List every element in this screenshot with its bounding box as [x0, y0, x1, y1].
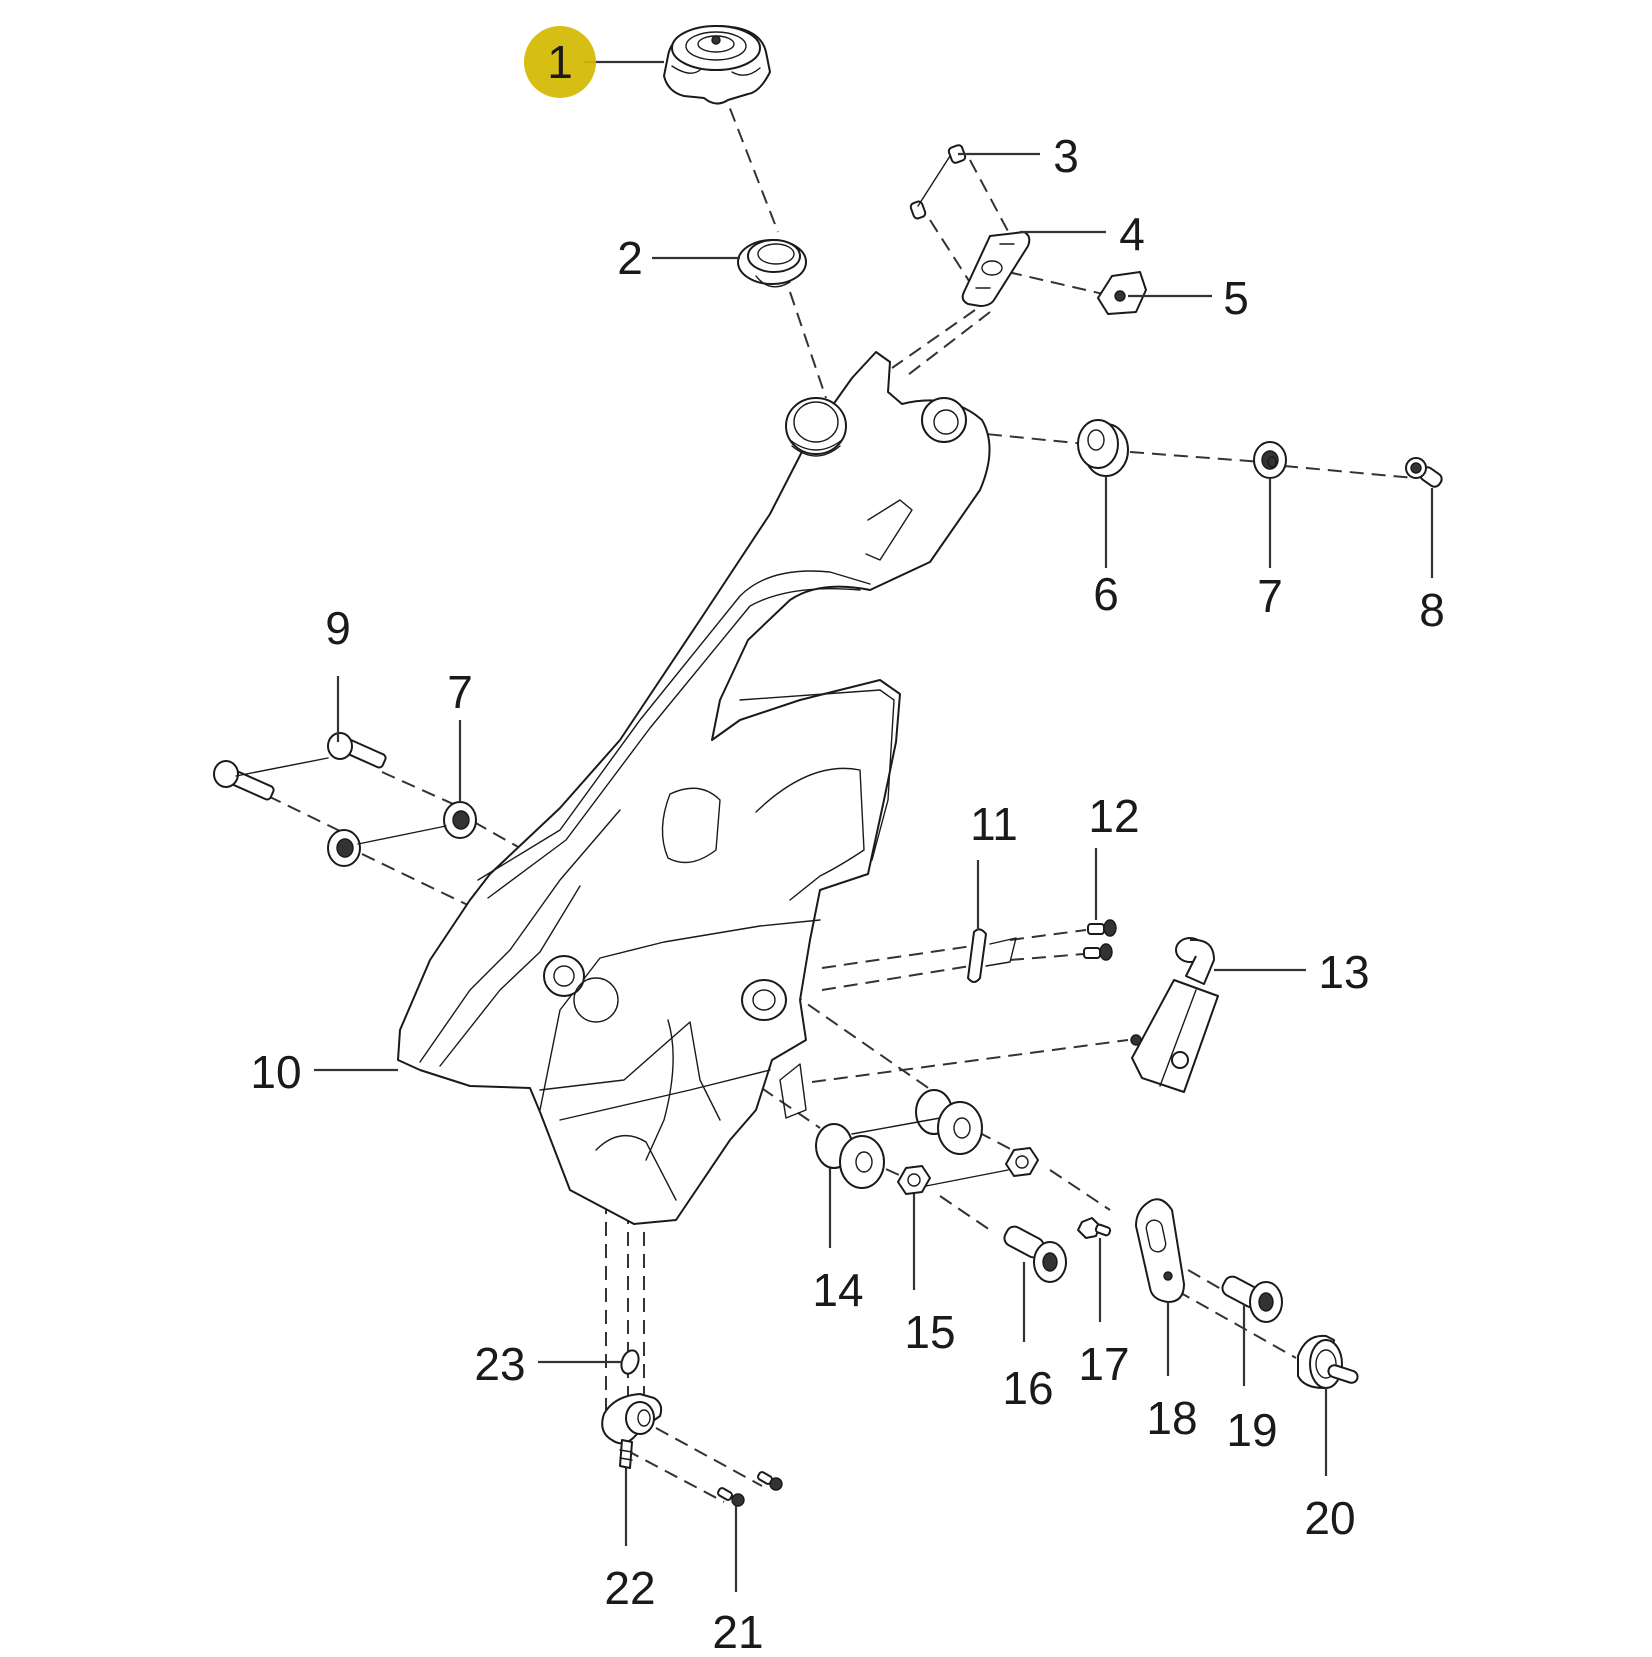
- clamp-bracket-11[interactable]: [967, 928, 1017, 983]
- fuel-valve-22[interactable]: [601, 1393, 663, 1469]
- mounting-plate-18[interactable]: [1135, 1198, 1185, 1303]
- callout-3[interactable]: 3: [1053, 130, 1079, 182]
- fuel-cap[interactable]: [663, 25, 771, 105]
- callout-14[interactable]: 14: [812, 1264, 863, 1316]
- leader-lines: [314, 60, 1434, 1592]
- bracket-4[interactable]: [961, 231, 1031, 307]
- callout-19[interactable]: 19: [1226, 1404, 1277, 1456]
- callout-11[interactable]: 11: [970, 798, 1018, 850]
- callout-17[interactable]: 17: [1078, 1338, 1129, 1390]
- rubber-mount-20[interactable]: [1297, 1334, 1359, 1389]
- callout-7a[interactable]: 7: [1257, 570, 1283, 622]
- bushings-14[interactable]: [815, 1089, 983, 1189]
- callout-7b[interactable]: 7: [447, 666, 473, 718]
- fuel-tank[interactable]: [397, 351, 991, 1225]
- nuts-15[interactable]: [897, 1147, 1039, 1195]
- callout-highlight: [524, 26, 596, 98]
- screw-17[interactable]: [1077, 1217, 1112, 1239]
- callout-5[interactable]: 5: [1223, 272, 1249, 324]
- callout-1[interactable]: 1: [547, 36, 573, 88]
- fuel-pump-13[interactable]: [1130, 937, 1219, 1093]
- callout-18[interactable]: 18: [1146, 1392, 1197, 1444]
- callout-15[interactable]: 15: [904, 1306, 955, 1358]
- bolt-8[interactable]: [1405, 457, 1444, 489]
- callout-8[interactable]: 8: [1419, 584, 1445, 636]
- bolts-21[interactable]: [717, 1471, 783, 1507]
- washer-7a[interactable]: [1253, 441, 1287, 479]
- callout-21[interactable]: 21: [712, 1606, 763, 1657]
- bolts-9[interactable]: [213, 732, 387, 801]
- callout-12[interactable]: 12: [1088, 790, 1139, 842]
- washers-7b[interactable]: [327, 801, 477, 867]
- callout-6[interactable]: 6: [1093, 568, 1119, 620]
- callout-9[interactable]: 9: [325, 602, 351, 654]
- callout-labels: 1 2 3 4 5 6 7 8 9 7 10 11 12 13 14 15 16…: [250, 36, 1445, 1657]
- screws-12[interactable]: [1083, 919, 1117, 961]
- collar-bolt-19[interactable]: [1220, 1274, 1283, 1323]
- callout-22[interactable]: 22: [604, 1562, 655, 1614]
- screws-3[interactable]: [909, 144, 967, 220]
- callout-4[interactable]: 4: [1119, 208, 1145, 260]
- callout-16[interactable]: 16: [1002, 1362, 1053, 1414]
- callout-10[interactable]: 10: [250, 1046, 301, 1098]
- filler-neck-seal[interactable]: [737, 239, 807, 288]
- collar-bolt-16[interactable]: [1002, 1224, 1067, 1283]
- callout-23[interactable]: 23: [474, 1338, 525, 1390]
- callout-2[interactable]: 2: [617, 232, 643, 284]
- o-ring-23[interactable]: [618, 1348, 641, 1376]
- clip-nut-5[interactable]: [1097, 271, 1147, 315]
- grommet-6[interactable]: [1077, 419, 1129, 477]
- callout-20[interactable]: 20: [1304, 1492, 1355, 1544]
- callout-13[interactable]: 13: [1318, 946, 1369, 998]
